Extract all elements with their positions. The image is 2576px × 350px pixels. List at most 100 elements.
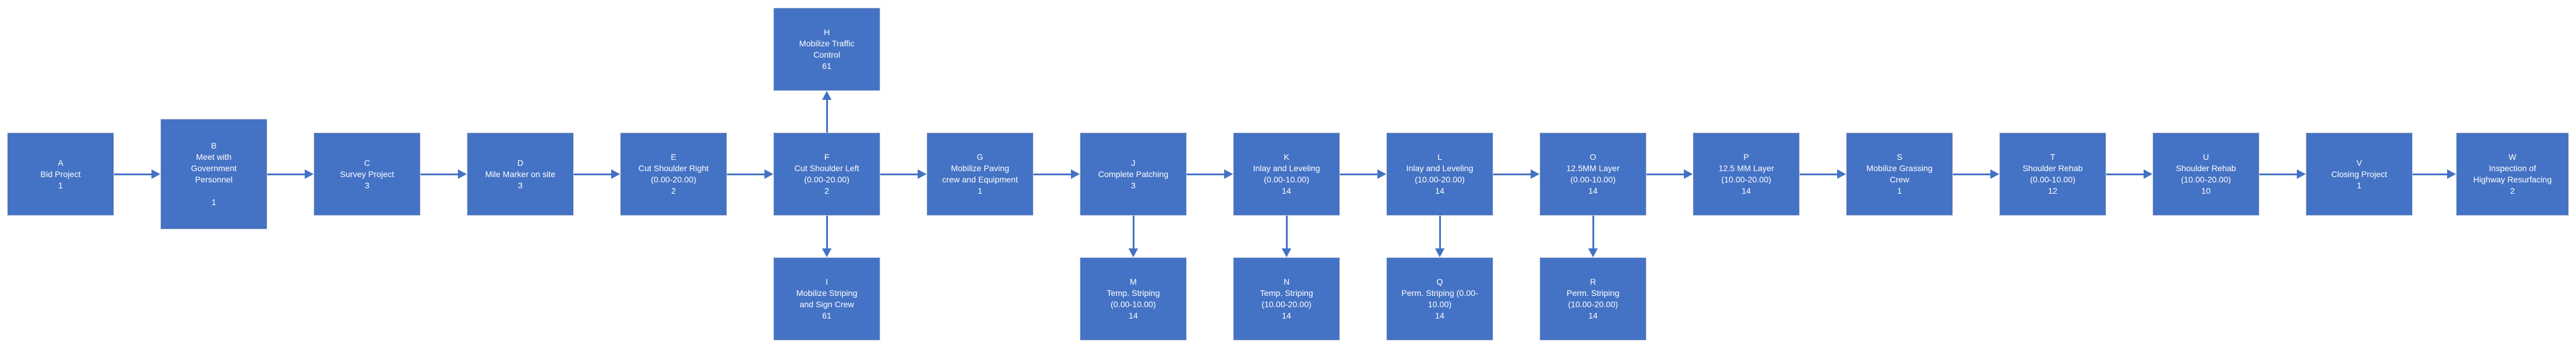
- connector-s-t-line: [1953, 173, 1992, 175]
- connector-b-c-line: [267, 173, 306, 175]
- flow-node-f-line: F: [824, 152, 830, 162]
- connector-j-k-line: [1187, 173, 1225, 175]
- flow-node-j-line: J: [1131, 157, 1136, 168]
- flow-node-g-line: crew and Equipment: [942, 175, 1018, 184]
- flow-node-k-line: 14: [1282, 186, 1291, 196]
- connector-l-q-arrowhead-icon: [1435, 248, 1445, 257]
- flow-node-q-line: 10.00): [1428, 299, 1452, 309]
- flow-node-a-line: 1: [58, 180, 63, 190]
- flow-node-f-line: (0.00-20.00): [804, 175, 850, 184]
- flow-node-h-line: 61: [822, 61, 832, 71]
- flow-node-w-line: W: [2508, 152, 2517, 162]
- flow-node-c-line: Survey Project: [340, 169, 394, 179]
- connector-l-q-line: [1439, 216, 1441, 250]
- flow-node-b-line: Personnel: [195, 175, 233, 184]
- flow-node-l-line: 14: [1435, 186, 1445, 196]
- flow-node-k-line: K: [1284, 152, 1289, 162]
- flow-node-w-line: 2: [2510, 186, 2515, 196]
- flow-node-b-line: Government: [191, 163, 237, 173]
- connector-k-l-line: [1340, 173, 1379, 175]
- connector-t-u-arrowhead-icon: [2144, 169, 2153, 179]
- flow-node-f-line: 2: [824, 186, 829, 196]
- flow-node-a-line: A: [58, 157, 64, 168]
- flow-node-q-line: Q: [1436, 277, 1443, 286]
- connector-k-n-line: [1285, 216, 1288, 250]
- flow-node-j-line: 3: [1131, 180, 1136, 190]
- connector-p-s-line: [1800, 173, 1838, 175]
- flow-node-r-line: Perm. Striping: [1566, 288, 1620, 298]
- flow-node-m-line: 14: [1129, 311, 1138, 320]
- flow-node-i-line: 61: [822, 311, 832, 320]
- flow-node-f-line: Cut Shoulder Left: [794, 163, 859, 173]
- connector-b-c-arrowhead-icon: [305, 169, 314, 179]
- connector-d-e-arrowhead-icon: [611, 169, 620, 179]
- flow-node-d-line: 3: [518, 180, 523, 190]
- connector-v-w-line: [2413, 173, 2448, 175]
- flow-node-s-line: Mobilize Grassing: [1866, 163, 1933, 173]
- connector-g-j-line: [1033, 173, 1072, 175]
- flow-node-s-line: 1: [1897, 186, 1902, 196]
- flow-node-n-line: Temp. Striping: [1260, 288, 1313, 298]
- connector-f-h-line: [826, 99, 828, 133]
- connector-j-m-line: [1132, 216, 1134, 250]
- flow-node-l-line: Inlay and Leveling: [1406, 163, 1474, 173]
- flow-node-o-line: (0.00-10.00): [1570, 175, 1616, 184]
- connector-f-h-arrowhead-icon: [822, 91, 832, 100]
- flow-node-r-line: (10.00-20.00): [1567, 299, 1619, 309]
- flow-node-b-line: B: [211, 141, 217, 150]
- connector-c-d-arrowhead-icon: [458, 169, 467, 179]
- connector-o-p-line: [1646, 173, 1685, 175]
- flow-node-r-line: 14: [1588, 311, 1598, 320]
- flow-node-b-line: Meet with: [196, 152, 232, 162]
- connector-l-o-arrowhead-icon: [1531, 169, 1540, 179]
- connector-s-t-arrowhead-icon: [1990, 169, 1999, 179]
- flow-node-v-line: V: [2356, 157, 2362, 168]
- flow-node-l-line: (10.00-20.00): [1414, 175, 1465, 184]
- connector-o-r-arrowhead-icon: [1588, 248, 1598, 257]
- connector-j-k-arrowhead-icon: [1224, 169, 1233, 179]
- flow-node-d-line: D: [517, 157, 524, 168]
- flow-node-a-line: Bid Project: [40, 169, 81, 179]
- flow-node-n-line: (10.00-20.00): [1261, 299, 1312, 309]
- flow-node-w-line: Inspection of: [2489, 163, 2536, 173]
- flow-node-e-line: Cut Shoulder Right: [638, 163, 709, 173]
- flow-node-v-line: Closing Project: [2331, 169, 2388, 179]
- connector-c-d-line: [421, 173, 459, 175]
- connector-t-u-line: [2106, 173, 2145, 175]
- flow-node-g-line: Mobilize Paving: [950, 163, 1010, 173]
- flow-node-t-line: T: [2050, 152, 2056, 162]
- flow-node-t-line: 12: [2048, 186, 2057, 196]
- connector-d-e-line: [574, 173, 612, 175]
- flow-node-n-line: N: [1283, 277, 1290, 286]
- flow-node-u-line: Shoulder Rehab: [2176, 163, 2236, 173]
- flow-node-m-line: Temp. Striping: [1107, 288, 1160, 298]
- flow-node-o-line: O: [1589, 152, 1597, 162]
- connector-l-o-line: [1493, 173, 1532, 175]
- flow-node-u-line: (10.00-20.00): [2180, 175, 2232, 184]
- flow-node-o-line: 14: [1588, 186, 1598, 196]
